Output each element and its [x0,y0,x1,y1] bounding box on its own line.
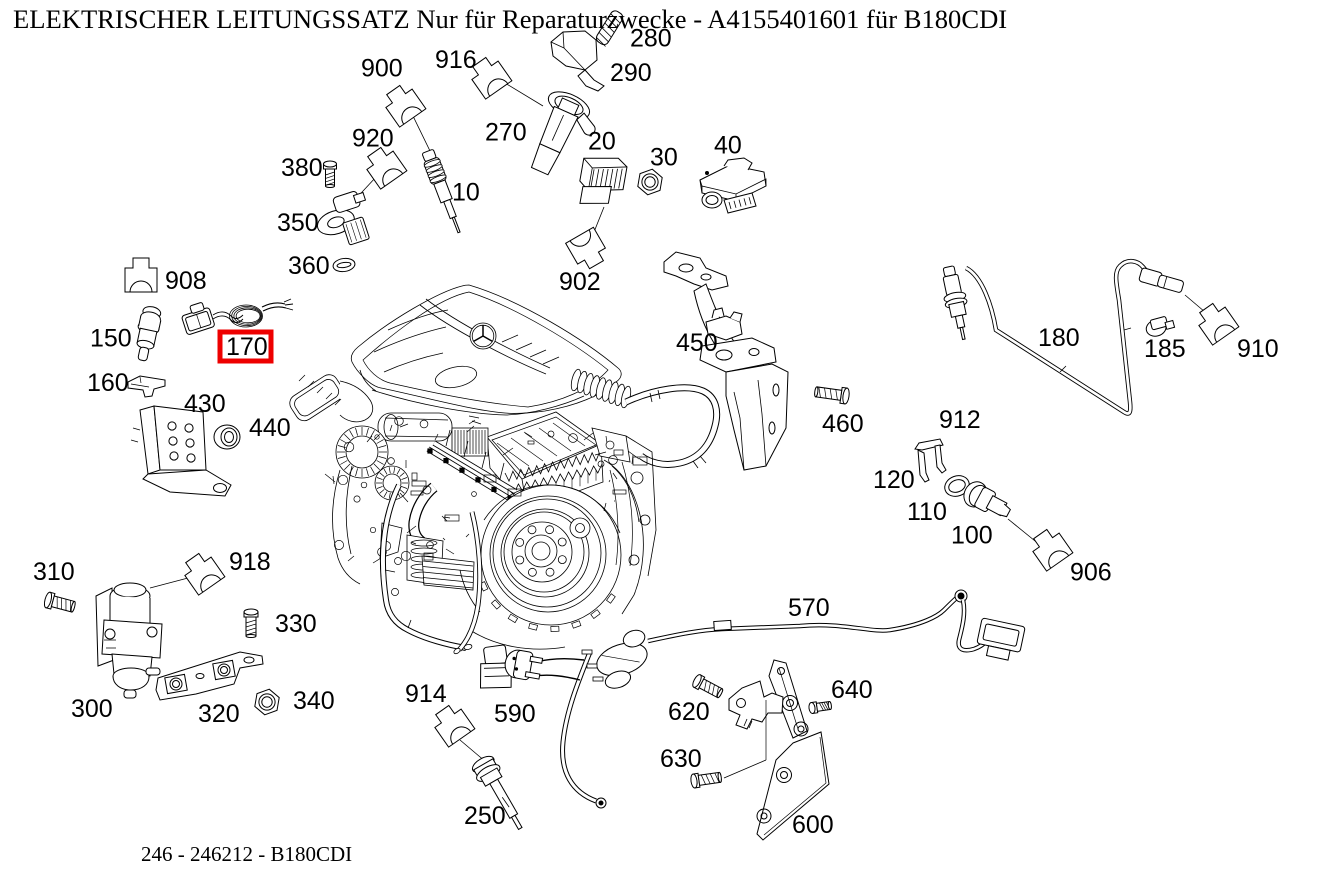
svg-text:150: 150 [90,325,132,353]
svg-text:910: 910 [1237,335,1279,363]
svg-text:350: 350 [277,209,319,237]
svg-text:450: 450 [676,329,718,357]
svg-text:380: 380 [281,154,323,182]
svg-text:300: 300 [71,695,113,723]
svg-text:30: 30 [650,144,678,172]
svg-text:100: 100 [951,522,993,550]
svg-text:340: 340 [293,687,335,715]
svg-text:916: 916 [435,46,477,74]
svg-text:570: 570 [788,594,830,622]
svg-text:170: 170 [226,333,268,361]
svg-text:330: 330 [275,610,317,638]
svg-text:440: 440 [249,414,291,442]
svg-text:270: 270 [485,119,527,147]
svg-text:310: 310 [33,558,75,586]
svg-text:246 - 246212 - B180CDI: 246 - 246212 - B180CDI [141,842,352,866]
svg-text:912: 912 [939,406,981,434]
svg-text:902: 902 [559,268,601,296]
svg-text:280: 280 [630,25,672,53]
svg-text:620: 620 [668,698,710,726]
svg-text:120: 120 [873,466,915,494]
svg-text:900: 900 [361,55,403,83]
svg-text:110: 110 [907,498,947,526]
svg-text:600: 600 [792,811,834,839]
svg-text:185: 185 [1144,335,1186,363]
svg-text:640: 640 [831,676,873,704]
svg-text:290: 290 [610,59,652,87]
svg-text:160: 160 [87,369,129,397]
svg-text:20: 20 [588,128,616,156]
svg-text:250: 250 [464,802,506,830]
svg-text:908: 908 [165,267,207,295]
svg-text:10: 10 [452,179,480,207]
svg-text:360: 360 [288,252,330,280]
svg-text:918: 918 [229,548,271,576]
svg-text:ELEKTRISCHER LEITUNGSSATZ Nur: ELEKTRISCHER LEITUNGSSATZ Nur für Repara… [13,4,1007,34]
svg-text:920: 920 [352,125,394,153]
svg-text:906: 906 [1070,559,1112,587]
svg-text:40: 40 [714,132,742,160]
svg-text:590: 590 [494,700,536,728]
svg-text:630: 630 [660,745,702,773]
svg-text:320: 320 [198,700,240,728]
svg-text:460: 460 [822,410,864,438]
svg-text:914: 914 [405,680,447,708]
svg-text:180: 180 [1038,324,1080,352]
svg-text:430: 430 [184,390,226,418]
